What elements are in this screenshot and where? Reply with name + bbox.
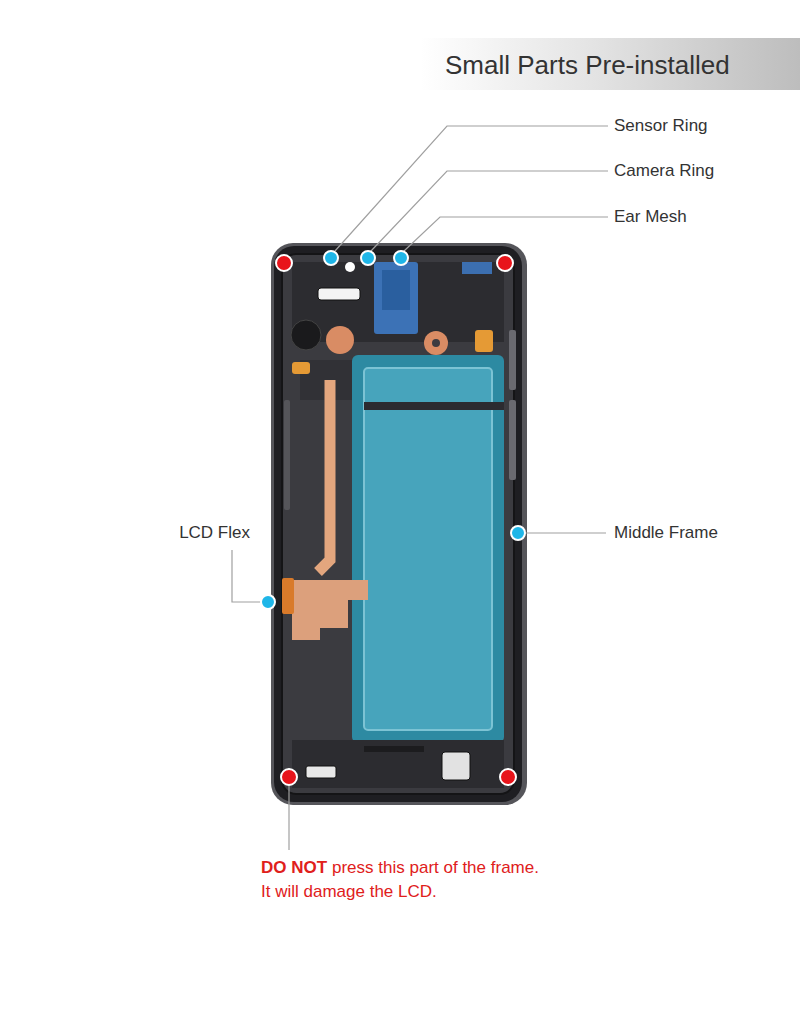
warning-text-wrap: It will damage the LCD. — [261, 881, 437, 903]
warning-dot — [281, 769, 297, 785]
leader-line — [288, 786, 289, 850]
sensor-window — [462, 262, 492, 274]
copper-pad — [424, 331, 448, 355]
callout-dot — [394, 251, 408, 265]
copper-pad — [326, 326, 354, 354]
lcd-flex-connector — [282, 578, 294, 614]
part-label-wrap: Sensor Ring — [614, 115, 708, 137]
adhesive-panel — [352, 355, 504, 743]
speaker-grill — [306, 766, 336, 778]
frame-inner — [282, 254, 514, 794]
part-label-wrap: Camera Ring — [614, 160, 714, 182]
title-text-wrap: Small Parts Pre-installed — [445, 50, 730, 80]
top-slot — [318, 288, 360, 300]
vibrator — [291, 320, 321, 350]
title-text: Small Parts Pre-installed — [445, 50, 730, 80]
frame-rim — [271, 243, 527, 805]
warning-text: It will damage the LCD. — [261, 881, 437, 903]
top-area — [292, 262, 504, 342]
copper-pad-hole — [432, 339, 440, 347]
part-label-wrap: Ear Mesh — [614, 206, 687, 228]
warning-bold-wrap: DO NOT — [261, 857, 327, 879]
leader-line — [525, 532, 606, 533]
side-button — [509, 330, 516, 390]
frame-outer — [274, 246, 522, 802]
callout-dot — [261, 595, 275, 609]
warning-dot — [500, 769, 516, 785]
part-label: Ear Mesh — [614, 206, 687, 228]
part-label: Middle Frame — [614, 522, 718, 544]
warning-text: press this part of the frame. — [332, 857, 539, 879]
bottom-rib — [364, 746, 424, 752]
adhesive-panel-inner — [364, 368, 492, 730]
ear-housing — [374, 262, 418, 334]
copper-plate — [292, 580, 368, 640]
side-button — [284, 400, 290, 510]
bottom-area — [292, 740, 504, 788]
callout-dot — [324, 251, 338, 265]
side-button — [509, 400, 516, 480]
callout-dot — [361, 251, 375, 265]
part-label-wrap: Middle Frame — [614, 522, 718, 544]
leader-line — [232, 550, 261, 602]
usb-port — [442, 752, 470, 780]
callout-dot — [511, 526, 525, 540]
leader-line — [404, 217, 608, 251]
leader-line — [371, 171, 608, 251]
orange-connector — [292, 362, 310, 374]
sensor-hole — [345, 262, 355, 272]
part-label: Sensor Ring — [614, 115, 708, 137]
panel-rib — [364, 402, 504, 410]
warning-dot — [276, 255, 292, 271]
orange-connector — [475, 330, 493, 352]
part-label: LCD Flex — [179, 522, 250, 544]
part-label: Camera Ring — [614, 160, 714, 182]
warning-bold: DO NOT — [261, 857, 327, 879]
warning-text-wrap: press this part of the frame. — [332, 857, 539, 879]
leader-line — [335, 126, 608, 251]
copper-flex — [318, 380, 330, 572]
warning-dot — [497, 255, 513, 271]
part-label-wrap: LCD Flex — [179, 522, 250, 544]
ear-housing-inner — [382, 270, 410, 310]
